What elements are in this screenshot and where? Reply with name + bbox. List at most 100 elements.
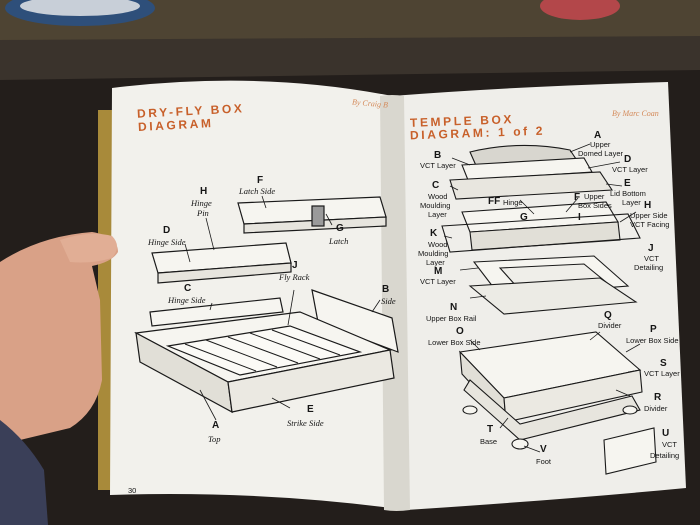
label-r-c-text1: Wood bbox=[428, 192, 448, 201]
label-r-u-text1: VCT bbox=[662, 440, 677, 449]
latch-part bbox=[311, 205, 325, 227]
label-r-k-text2: Moulding bbox=[418, 249, 449, 258]
label-r-n-letter: N bbox=[450, 302, 458, 313]
label-r-a-letter: A bbox=[594, 130, 602, 141]
sleeve bbox=[0, 420, 48, 525]
label-r-ff-text: Hinge bbox=[503, 198, 523, 207]
label-r-b-text: VCT Layer bbox=[420, 161, 456, 170]
label-b-text: Side bbox=[381, 296, 396, 306]
label-r-n-text: Upper Box Rail bbox=[426, 314, 477, 323]
strike-side-e bbox=[227, 349, 395, 413]
label-j-text: Fly Rack bbox=[279, 272, 310, 282]
label-r-h-text2: VCT Facing bbox=[630, 220, 670, 229]
label-r-i-letter: I bbox=[578, 212, 581, 223]
label-r-a-text1: Upper bbox=[590, 140, 611, 149]
table-top bbox=[0, 36, 700, 80]
label-b-letter: B bbox=[382, 284, 390, 295]
left-page bbox=[110, 80, 406, 511]
label-c-letter: C bbox=[184, 283, 192, 294]
hand bbox=[0, 232, 118, 525]
label-a-letter: A bbox=[212, 420, 220, 431]
label-r-s-text: VCT Layer bbox=[644, 369, 680, 378]
fly-rack-slats bbox=[184, 329, 341, 372]
side-piece-b bbox=[311, 289, 399, 353]
vct-detailing-u bbox=[603, 427, 657, 475]
label-r-d-text: VCT Layer bbox=[612, 165, 648, 174]
label-r-o-letter: O bbox=[456, 326, 464, 337]
foot-v-2 bbox=[462, 405, 478, 415]
hinge-side-piece-c bbox=[149, 297, 284, 327]
label-j-letter: J bbox=[292, 260, 298, 271]
label-d-letter: D bbox=[163, 225, 171, 236]
page-number: 30 bbox=[128, 486, 137, 495]
label-r-j-text1: VCT bbox=[644, 254, 659, 263]
label-r-e-text2: Layer bbox=[622, 198, 641, 207]
label-r-t-text: Base bbox=[480, 437, 498, 446]
label-g-letter: G bbox=[336, 223, 344, 234]
label-r-p-text: Lower Box Side bbox=[626, 336, 679, 345]
label-r-s-letter: S bbox=[660, 358, 667, 369]
dry-fly-box-drawing bbox=[134, 195, 399, 421]
label-e-letter: E bbox=[307, 404, 314, 415]
label-r-o-text: Lower Box Side bbox=[428, 338, 481, 347]
label-r-m-letter: M bbox=[434, 266, 443, 277]
foot-v-3 bbox=[622, 405, 638, 415]
right-page-byline: By Marc Coan bbox=[612, 109, 659, 118]
label-r-h-text1: Upper Side bbox=[630, 211, 668, 220]
gutter-shadow bbox=[380, 95, 410, 511]
label-r-c-text2: Moulding bbox=[420, 201, 451, 210]
label-r-v-text: Foot bbox=[536, 457, 552, 466]
label-r-e-text1: Lid Bottom bbox=[610, 189, 646, 198]
label-r-b-letter: B bbox=[434, 150, 442, 161]
right-leader-lines bbox=[443, 143, 641, 453]
book-edge-gold bbox=[98, 110, 112, 490]
ceramic-object-right bbox=[540, 0, 620, 20]
label-e-text: Strike Side bbox=[287, 418, 324, 428]
label-r-v-letter: V bbox=[540, 444, 547, 455]
label-r-p-letter: P bbox=[650, 324, 657, 335]
hinge-side-face-d bbox=[157, 262, 292, 284]
label-h-letter: H bbox=[200, 186, 208, 197]
label-d-text: Hinge Side bbox=[148, 237, 186, 247]
label-h-text2: Pin bbox=[197, 208, 209, 218]
label-g-text: Latch bbox=[329, 236, 349, 246]
label-r-d-letter: D bbox=[624, 154, 632, 165]
upper-box-rail-n bbox=[468, 277, 638, 315]
label-r-f-text2: Box Sides bbox=[578, 201, 612, 210]
label-r-e-letter: E bbox=[624, 178, 631, 189]
label-r-t-letter: T bbox=[487, 424, 494, 435]
label-r-h-letter: H bbox=[644, 200, 652, 211]
label-f-letter: F bbox=[257, 175, 264, 186]
label-r-m-text: VCT Layer bbox=[420, 277, 456, 286]
label-r-c-text3: Layer bbox=[428, 210, 447, 219]
wood-moulding-layer-c bbox=[449, 171, 613, 200]
label-r-c-letter: C bbox=[432, 180, 440, 191]
ceramic-object-left-rim bbox=[20, 0, 140, 16]
label-r-q-text: Divider bbox=[598, 321, 622, 330]
label-h-text1: Hinge bbox=[191, 198, 212, 208]
label-c-text: Hinge Side bbox=[168, 295, 206, 305]
label-r-r-letter: R bbox=[654, 392, 662, 403]
hand-palm bbox=[0, 232, 118, 444]
label-r-k-text1: Wood bbox=[428, 240, 448, 249]
label-r-u-text2: Detailing bbox=[650, 451, 680, 460]
label-r-u-letter: U bbox=[662, 428, 670, 439]
foot-v-1 bbox=[511, 438, 529, 450]
label-r-j-text2: Detailing bbox=[634, 263, 664, 272]
label-r-a-text2: Domed Layer bbox=[578, 149, 624, 158]
label-r-j-letter: J bbox=[648, 243, 654, 254]
temple-box-drawing bbox=[441, 143, 657, 475]
thumb bbox=[60, 233, 117, 263]
label-r-r-text: Divider bbox=[644, 404, 668, 413]
label-r-ff-letter: FF bbox=[488, 196, 501, 207]
label-a-text: Top bbox=[208, 434, 221, 444]
label-r-k-text3: Layer bbox=[426, 258, 445, 267]
wood-moulding-layer-k bbox=[441, 213, 641, 253]
label-r-q-letter: Q bbox=[604, 310, 612, 321]
label-r-f-letter: F bbox=[574, 192, 581, 203]
label-r-g-letter: G bbox=[520, 212, 528, 223]
left-leader-lines bbox=[184, 195, 381, 421]
label-f-text: Latch Side bbox=[239, 186, 276, 196]
label-r-k-letter: K bbox=[430, 228, 438, 239]
